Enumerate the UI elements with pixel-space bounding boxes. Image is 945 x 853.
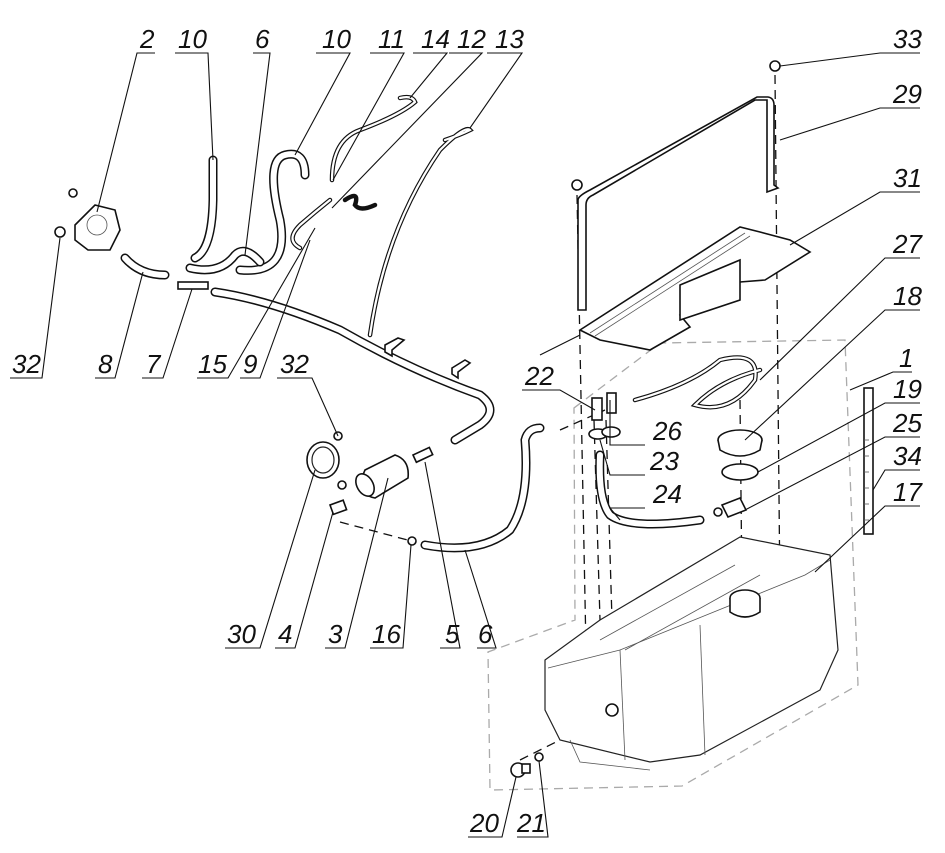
hose-12-small <box>342 193 378 211</box>
filler-cap-18 <box>717 429 763 457</box>
filter-clamp-30 <box>306 431 347 490</box>
callout-15: 15 <box>198 349 227 379</box>
callout-32: 32 <box>280 349 309 379</box>
callout-30: 30 <box>227 619 256 649</box>
tank-bracket-31 <box>539 226 812 356</box>
drain-plug-20 <box>510 762 531 778</box>
leader-lines <box>10 52 920 838</box>
washer-21 <box>534 752 544 762</box>
callout-14: 14 <box>421 24 450 54</box>
callout-12: 12 <box>457 24 486 54</box>
callout-24: 24 <box>652 479 682 509</box>
callout-7: 7 <box>146 349 162 379</box>
callout-13: 13 <box>495 24 524 54</box>
callout-10: 10 <box>322 24 351 54</box>
tank-strap-29 <box>577 96 780 311</box>
callout-8: 8 <box>98 349 113 379</box>
callout-3: 3 <box>328 619 343 649</box>
callout-21: 21 <box>516 808 546 838</box>
callout-33: 33 <box>893 24 922 54</box>
cable-27 <box>632 355 763 410</box>
callout-19: 19 <box>893 374 922 404</box>
callout-31: 31 <box>893 163 922 193</box>
callout-22: 22 <box>524 361 554 391</box>
callout-2: 2 <box>139 24 155 54</box>
callout-32: 32 <box>12 349 41 379</box>
strainer-25 <box>713 496 748 519</box>
fitting-4 <box>328 499 348 516</box>
hose-15-loop <box>290 197 333 251</box>
callout-5: 5 <box>445 619 460 649</box>
callout-26: 26 <box>652 416 682 446</box>
return-fitting-26 <box>601 392 621 438</box>
callout-9: 9 <box>243 349 257 379</box>
callout-10: 10 <box>178 24 207 54</box>
callout-6: 6 <box>255 24 270 54</box>
fuel-filter-3 <box>355 446 434 499</box>
callout-34: 34 <box>893 441 922 471</box>
hose-clamp-16 <box>407 536 417 546</box>
callout-4: 4 <box>278 619 292 649</box>
callout-20: 20 <box>469 808 499 838</box>
brackets <box>384 337 472 380</box>
callout-11: 11 <box>378 24 405 54</box>
tank-assembly-outline <box>487 339 859 791</box>
callout-6: 6 <box>478 619 493 649</box>
callout-16: 16 <box>372 619 401 649</box>
callout-18: 18 <box>893 281 922 311</box>
tee-7 <box>177 281 209 290</box>
callout-17: 17 <box>893 477 923 507</box>
dipstick-34 <box>863 387 874 535</box>
callout-1: 1 <box>899 343 913 373</box>
fuel-pump-2 <box>54 188 121 251</box>
callout-29: 29 <box>892 79 922 109</box>
callout-27: 27 <box>892 229 923 259</box>
seal-ring-19 <box>721 463 759 481</box>
callout-labels: 2 10 6 10 11 14 12 13 33 29 31 27 18 1 1… <box>12 24 923 838</box>
hose-13 <box>367 126 474 338</box>
nut-33 <box>571 60 781 191</box>
callout-25: 25 <box>892 408 922 438</box>
callout-23: 23 <box>649 446 679 476</box>
fuel-tank-17 <box>544 536 839 771</box>
